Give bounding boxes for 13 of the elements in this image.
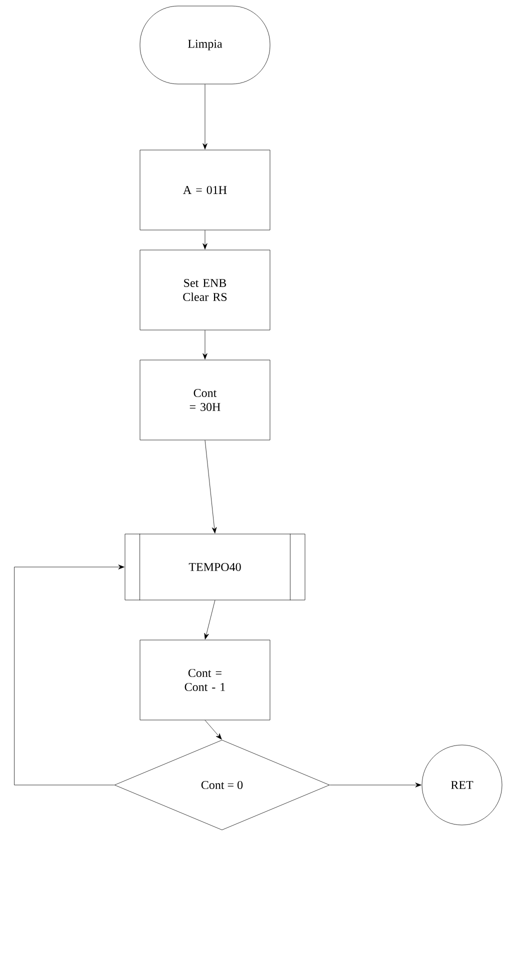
arrow <box>204 440 217 534</box>
process-box: Cont = 30H <box>140 360 270 440</box>
arrow <box>202 330 208 360</box>
process-box: Set ENB Clear RS <box>140 250 270 330</box>
process-box: A = 01H <box>140 150 270 230</box>
arrow <box>14 564 124 786</box>
arrow <box>204 720 222 740</box>
process-box: Cont = Cont - 1 <box>140 640 270 720</box>
arrow <box>330 782 422 788</box>
arrow <box>204 600 216 640</box>
arrow <box>202 84 208 150</box>
arrow <box>202 230 208 250</box>
subroutine-box: TEMPO40 <box>124 534 306 600</box>
